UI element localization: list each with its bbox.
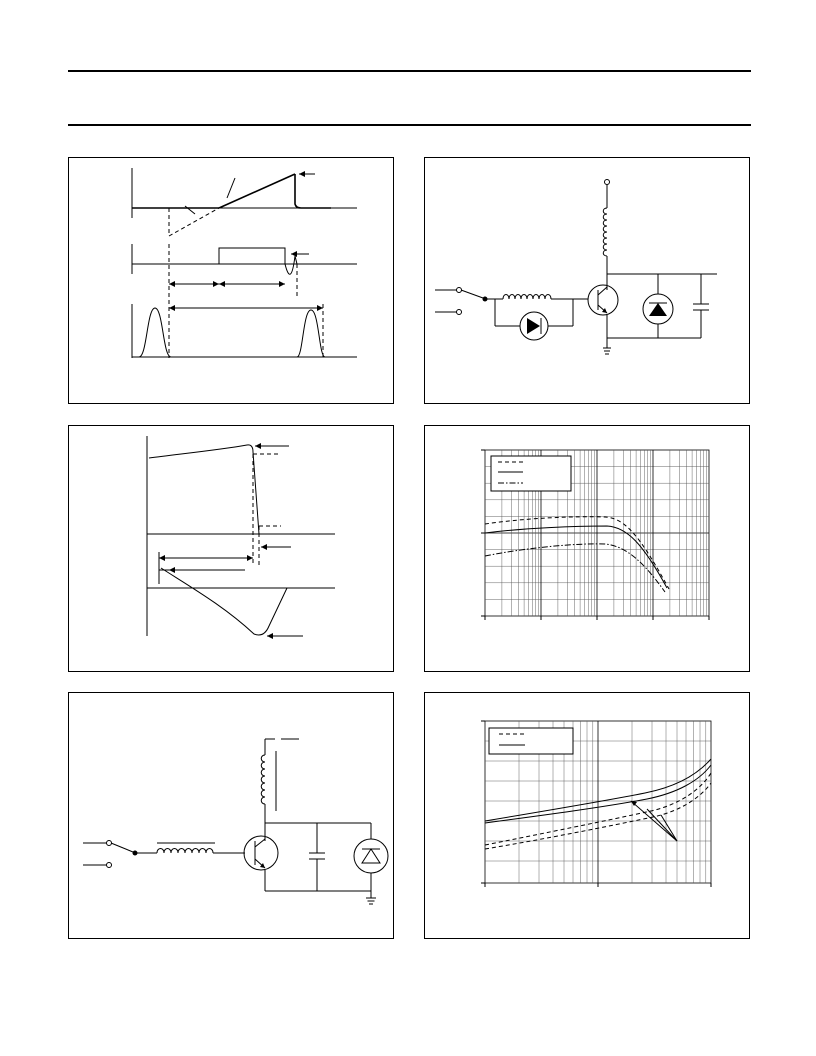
figure-test-circuit-2 <box>68 692 394 939</box>
log-graph-1-curve-dashed <box>484 516 670 590</box>
figure-switching-waveform <box>68 425 394 672</box>
log-graph-1-drawing <box>481 449 710 620</box>
log-graph-2-drawing <box>481 720 712 887</box>
log-graph-2-curve-solid-b <box>484 764 712 824</box>
figure-test-circuit-1 <box>424 157 750 404</box>
log-graph-1-curve-solid <box>484 525 668 589</box>
log-graph-2-curve-dashed-b <box>484 782 712 850</box>
log-graph-2-curve-solid-a <box>484 758 712 822</box>
log-graph-2-legend <box>488 727 574 755</box>
switching-waveform-drawing <box>146 436 335 639</box>
figure-waveform-timing <box>68 157 394 404</box>
header-rule-bottom <box>68 124 751 126</box>
log-graph-1-legend <box>490 455 572 492</box>
log-graph-1-curve-dashdot <box>484 543 666 593</box>
test-circuit-2-drawing <box>83 738 389 905</box>
header-rule-top <box>68 70 751 72</box>
test-circuit-1-drawing <box>435 179 717 355</box>
figure-log-graph-1 <box>424 425 750 672</box>
log-graph-2-curve-dashed-a <box>484 772 712 846</box>
waveform-timing-drawing <box>131 168 357 358</box>
figure-log-graph-2 <box>424 692 750 939</box>
